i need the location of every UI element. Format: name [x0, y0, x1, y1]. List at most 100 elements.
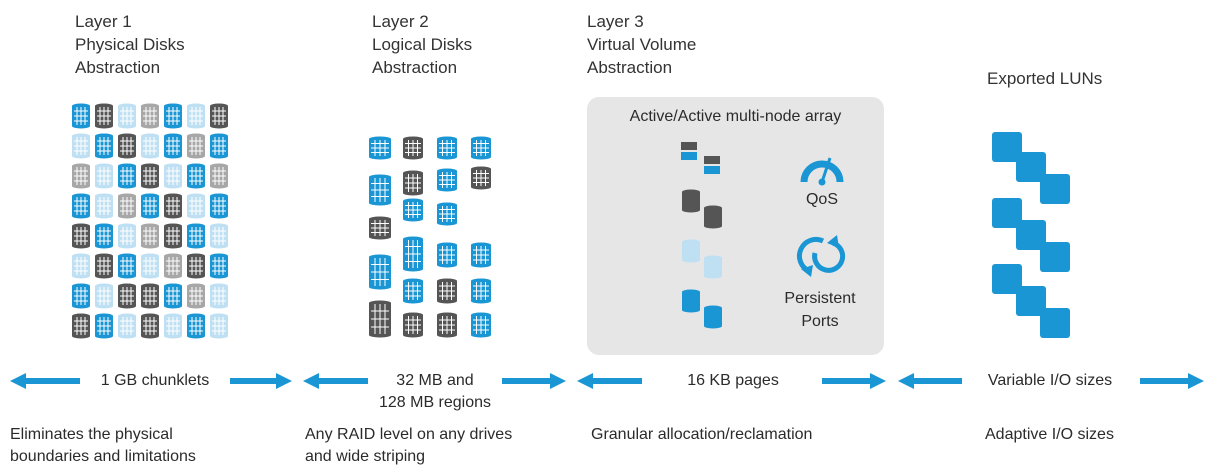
arrow-label-regions: 32 MB and 128 MB regions [368, 370, 502, 414]
lun-icon [1016, 152, 1046, 182]
disk-icon [118, 103, 136, 129]
disk-icon [210, 253, 228, 279]
description-layer1: Eliminates the physical boundaries and l… [10, 424, 196, 468]
description-layer3-line1: Granular allocation/reclamation [591, 426, 813, 443]
description-layer2-line2: and wide striping [305, 448, 426, 465]
lun-icon [1016, 220, 1046, 250]
persistent-label: Persistent [784, 290, 856, 307]
disk-icon [369, 174, 391, 206]
virtual-volume-panel [587, 97, 884, 355]
lun-icon [992, 198, 1022, 228]
disk-icon [471, 166, 491, 190]
layer3-abstraction: Abstraction [587, 58, 673, 77]
disk-icon [403, 198, 423, 222]
lun-icon [992, 132, 1022, 162]
disk-icon [210, 193, 228, 219]
disk-icon [704, 255, 722, 279]
description-layer1-line1: Eliminates the physical [10, 426, 173, 443]
disk-icon [210, 163, 228, 189]
disk-icon [403, 170, 423, 196]
luns-title: Exported LUNs [987, 69, 1103, 88]
disk-icon [95, 313, 113, 339]
disk-icon [72, 133, 90, 159]
disk-icon [682, 289, 700, 313]
ports-label: Ports [801, 313, 839, 330]
disk-icon [187, 103, 205, 129]
disk-icon [471, 242, 491, 268]
layer1-header: Layer 1 Physical Disks Abstraction [75, 10, 185, 79]
disk-icon [118, 133, 136, 159]
disk-icon [72, 283, 90, 309]
lun-icon [1040, 174, 1070, 204]
disk-icon [437, 202, 457, 226]
disk-icon [187, 253, 205, 279]
disk-icon [704, 205, 722, 229]
disk-stack-icon [681, 142, 722, 329]
block-icon [704, 156, 720, 164]
disk-icon [403, 136, 423, 160]
description-luns-line1: Adaptive I/O sizes [985, 426, 1114, 443]
description-layer1-line2: boundaries and limitations [10, 448, 196, 465]
layer3-title: Layer 3 [587, 12, 644, 31]
disk-icon [403, 278, 423, 304]
disk-icon [369, 216, 391, 240]
gauge-icon [800, 157, 844, 186]
disk-icon [437, 312, 457, 338]
disk-icon [471, 278, 491, 304]
disk-icon [141, 193, 159, 219]
disk-icon [187, 133, 205, 159]
qos-label: QoS [805, 191, 838, 208]
disk-grid-icon [72, 103, 228, 339]
disk-icon [164, 313, 182, 339]
disk-icon [704, 305, 722, 329]
disk-icon [118, 193, 136, 219]
description-layer2: Any RAID level on any drives and wide st… [305, 424, 512, 468]
disk-icon [369, 300, 391, 338]
layer2-abstraction: Abstraction [372, 58, 458, 77]
layer2-subtitle: Logical Disks [372, 35, 473, 54]
arrow-label-regions-line1: 32 MB and [396, 372, 474, 389]
arrow-label-chunklets: 1 GB chunklets [100, 372, 210, 389]
disk-icon [72, 193, 90, 219]
disk-icon [72, 313, 90, 339]
lun-icon [1040, 308, 1070, 338]
disk-icon [369, 136, 391, 160]
disk-icon [164, 283, 182, 309]
disk-icon [141, 103, 159, 129]
disk-icon [210, 223, 228, 249]
disk-icon [403, 312, 423, 338]
disk-icon [210, 103, 228, 129]
lun-icon [1016, 286, 1046, 316]
layer1-title: Layer 1 [75, 12, 132, 31]
disk-icon [95, 163, 113, 189]
lun-stack-icon [992, 132, 1070, 338]
disk-icon [95, 253, 113, 279]
disk-icon [164, 133, 182, 159]
disk-icon [471, 136, 491, 160]
disk-icon [164, 163, 182, 189]
block-icon [681, 142, 697, 150]
disk-icon [164, 223, 182, 249]
double-arrow-icon [10, 373, 1204, 389]
disk-columns-icon [369, 136, 491, 338]
disk-icon [682, 189, 700, 213]
disk-icon [118, 253, 136, 279]
disk-icon [164, 103, 182, 129]
disk-icon [141, 223, 159, 249]
disk-icon [164, 253, 182, 279]
layer3-header: Layer 3 Virtual Volume Abstraction [587, 10, 696, 79]
disk-icon [187, 313, 205, 339]
disk-icon [72, 223, 90, 249]
disk-icon [141, 283, 159, 309]
disk-icon [95, 103, 113, 129]
disk-icon [403, 236, 423, 272]
block-icon [681, 152, 697, 160]
layer1-subtitle: Physical Disks [75, 35, 185, 54]
disk-icon [72, 103, 90, 129]
disk-icon [118, 163, 136, 189]
layer2-title: Layer 2 [372, 12, 429, 31]
disk-icon [141, 163, 159, 189]
disk-icon [437, 168, 457, 192]
arrow-label-pages: 16 KB pages [687, 372, 779, 389]
disk-icon [118, 283, 136, 309]
